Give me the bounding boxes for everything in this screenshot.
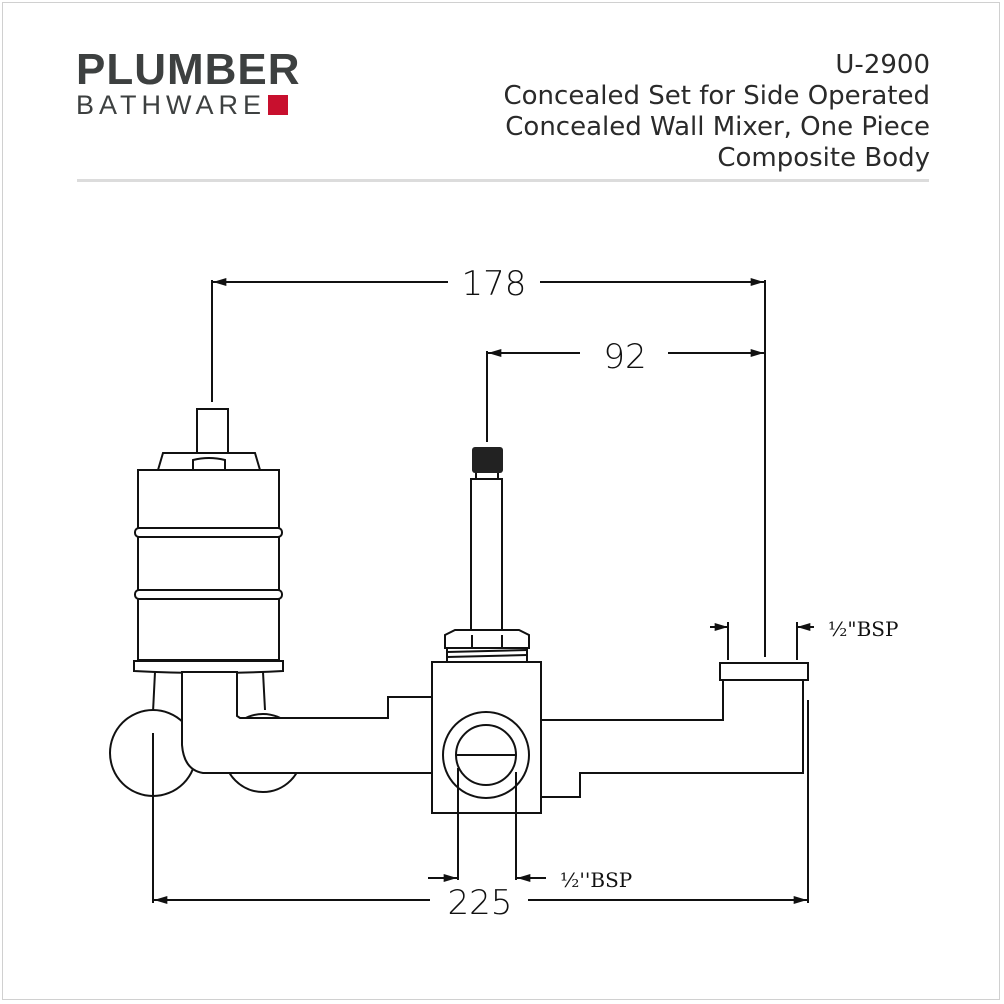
title-line: Composite Body	[717, 143, 930, 173]
dimension-label: 92	[603, 337, 646, 377]
diverter-valve	[431, 447, 542, 880]
inlet-thread-dimension: ½''BSP	[428, 868, 632, 892]
dimension-92: 92	[486, 337, 765, 442]
body-pipework	[109, 671, 433, 800]
logo-red-square	[268, 95, 289, 115]
logo-sub-label: BATHWARE	[76, 90, 267, 120]
header-divider	[77, 179, 929, 182]
title-line: Concealed Wall Mixer, One Piece	[505, 112, 930, 142]
bsp-label: ½"BSP	[828, 617, 898, 641]
logo-main-text: PLUMBER	[76, 45, 301, 94]
outlet-pipe	[541, 662, 809, 798]
dimension-225: 225	[152, 700, 809, 923]
title-line: Concealed Set for Side Operated	[503, 81, 931, 111]
dimension-label: 178	[462, 264, 527, 304]
knurled-spindle-icon	[472, 447, 503, 473]
bsp-label: ½''BSP	[560, 868, 632, 892]
logo-sub-text: BATHWARE	[76, 90, 301, 120]
dimension-178: 178	[211, 264, 766, 657]
dimension-label: 225	[448, 883, 513, 923]
product-title: U-2900 Concealed Set for Side Operated C…	[504, 50, 931, 174]
brand-logo: PLUMBER BATHWARE	[76, 45, 301, 121]
product-code: U-2900	[835, 50, 930, 80]
outlet-thread-dimension: ½"BSP	[710, 617, 898, 660]
cartridge	[133, 408, 284, 674]
